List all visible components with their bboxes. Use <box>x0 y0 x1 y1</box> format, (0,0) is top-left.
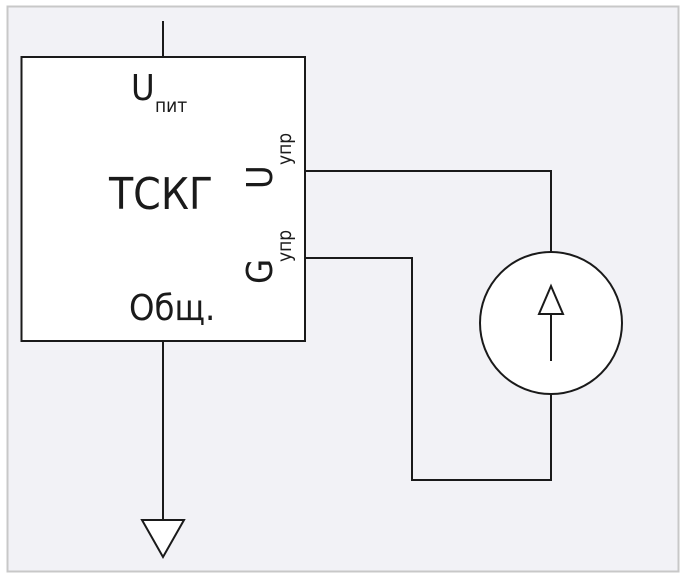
ground-icon <box>140 519 186 560</box>
control-conductance-label-main: G <box>240 259 281 284</box>
control-voltage-label-main: U <box>240 165 281 189</box>
current-source-icon <box>479 251 623 395</box>
control-voltage-label-sub: упр <box>274 133 296 165</box>
common-label: Общ. <box>129 288 215 329</box>
supply-label-sub: пит <box>155 95 187 117</box>
supply-label-main: U <box>131 68 155 109</box>
arrow-up-icon <box>537 283 565 315</box>
control-voltage-wire <box>304 170 552 253</box>
control-conductance-wire <box>304 257 552 481</box>
control-conductance-label-sub: упр <box>274 230 296 262</box>
block-name: ТСКГ <box>108 169 213 220</box>
tskg-block <box>20 56 306 342</box>
